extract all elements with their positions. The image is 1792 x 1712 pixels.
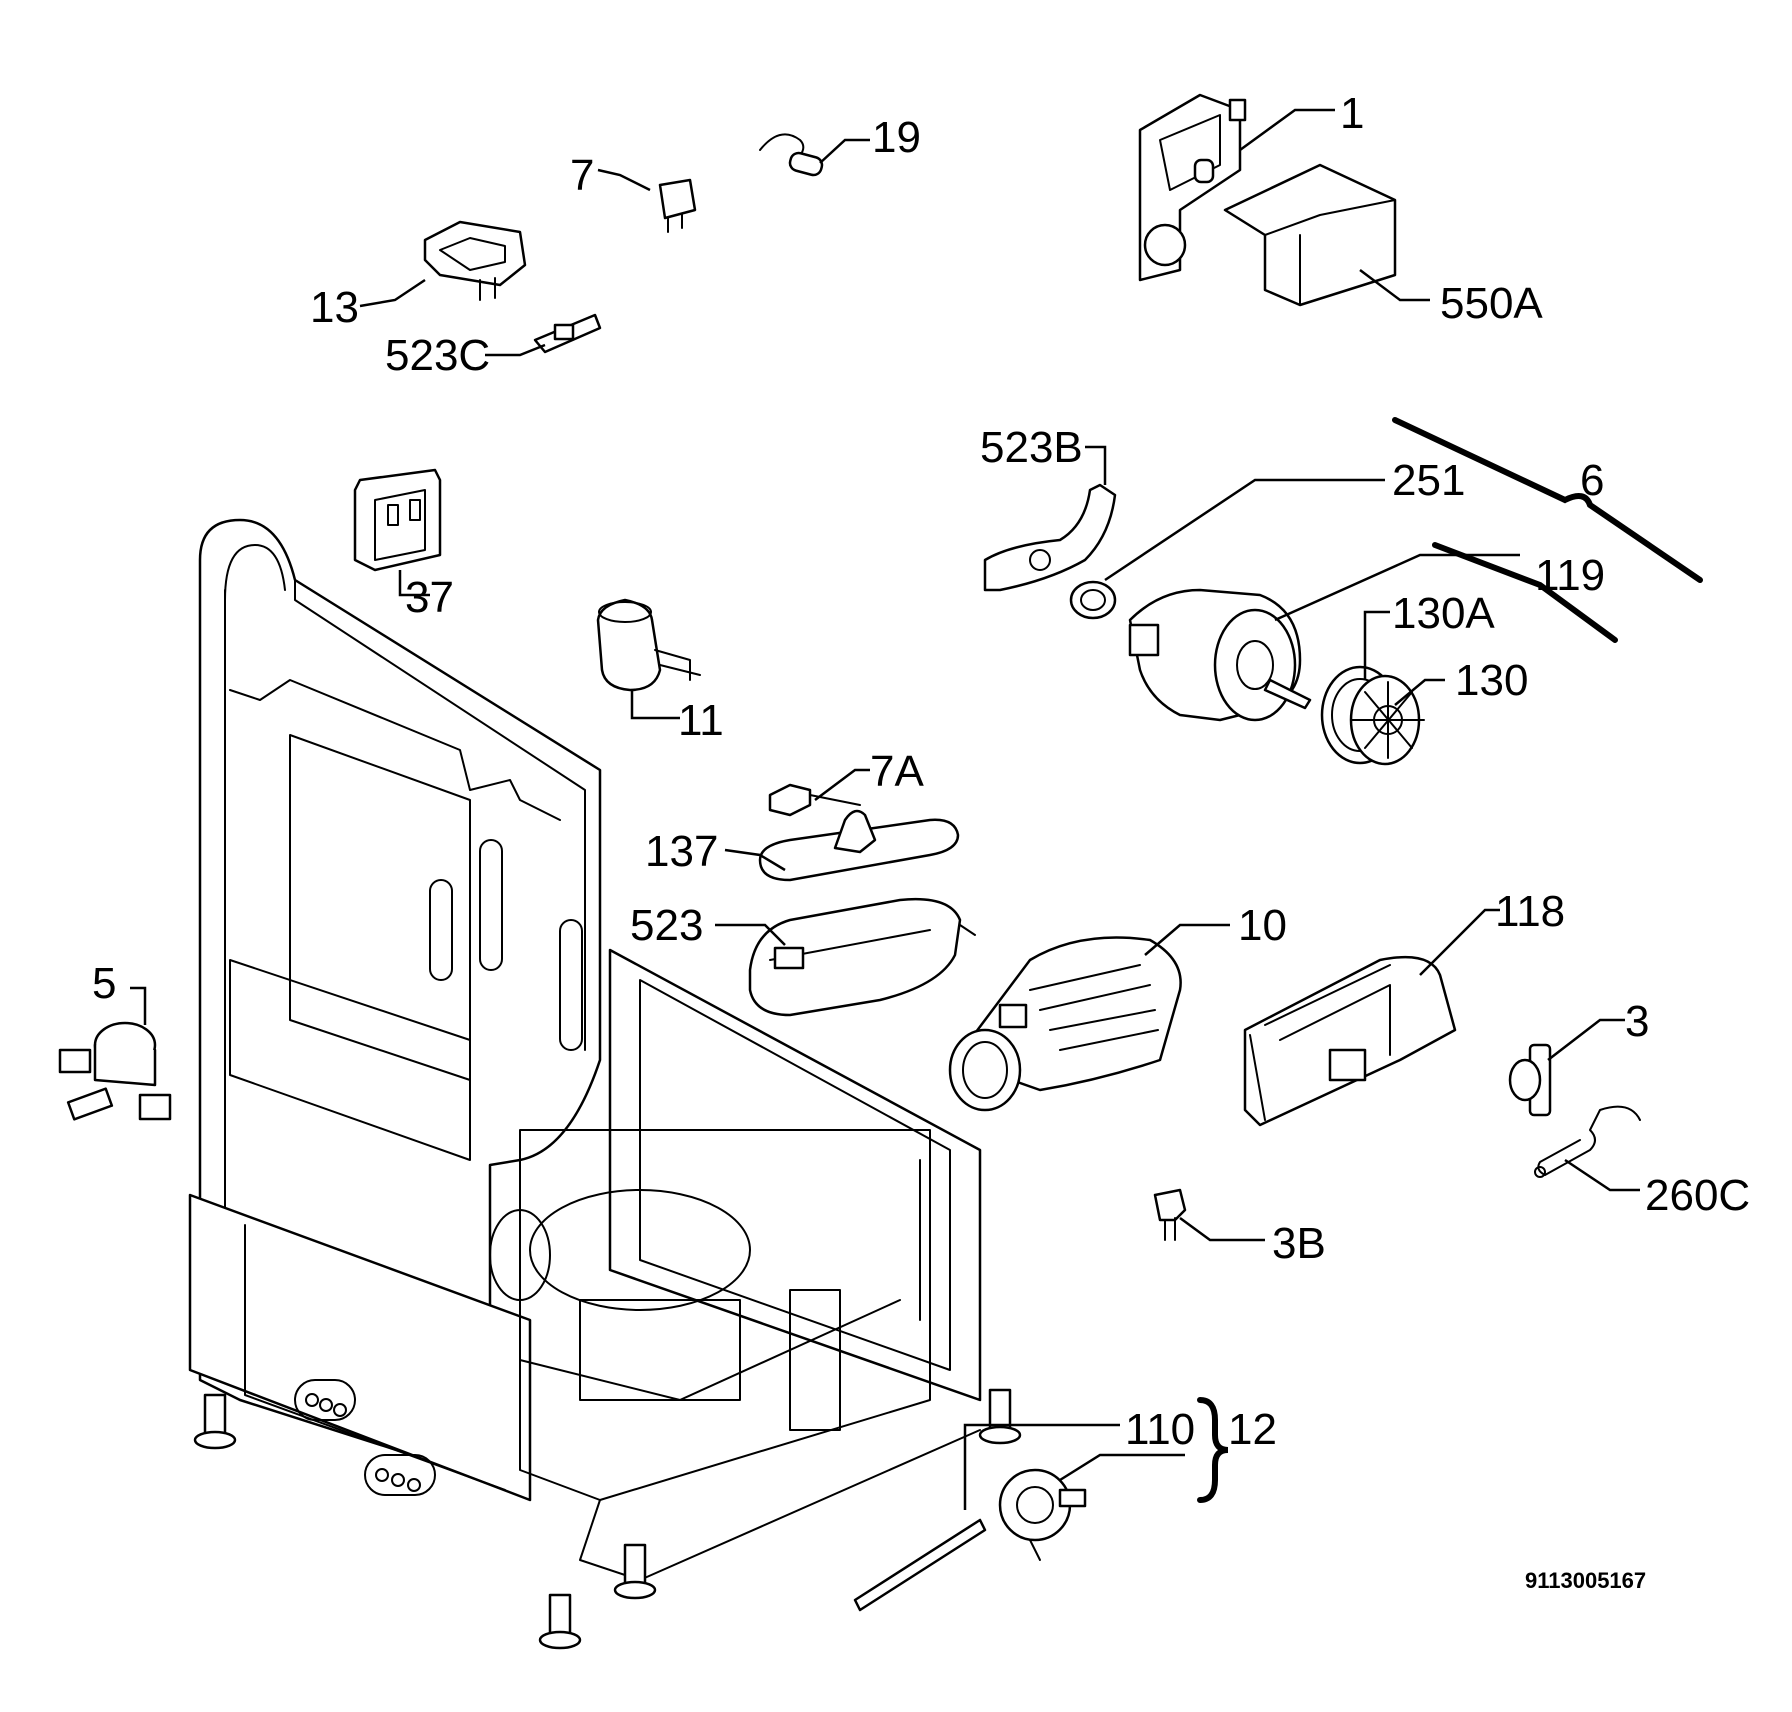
label-12: 12: [1228, 1405, 1277, 1454]
label-3b: 3B: [1272, 1219, 1326, 1268]
part-37-filter: [353, 468, 442, 572]
label-523b: 523B: [980, 423, 1083, 472]
leader-lines: [130, 108, 1640, 1510]
part-523c-bracket: [533, 313, 602, 354]
part-118-dispenser: [1243, 955, 1457, 1127]
part-251-seal: [1069, 580, 1117, 620]
part-labels: 1 19 7 13 523C 550A 523B 251 6 119 130A …: [92, 89, 1750, 1593]
label-11: 11: [678, 696, 724, 745]
label-523: 523: [630, 901, 703, 950]
label-130a: 130A: [1392, 589, 1495, 638]
part-137-cover: [758, 809, 960, 882]
dishwasher-frame: [188, 518, 1022, 1650]
part-5-valve: [58, 1021, 172, 1121]
label-5: 5: [92, 959, 116, 1008]
diagram-code: 9113005167: [1525, 1568, 1646, 1593]
part-12-pressure-switch: [853, 1468, 1087, 1612]
label-119: 119: [1535, 551, 1605, 600]
part-3-thermostat: [1508, 1043, 1552, 1117]
label-7: 7: [570, 151, 594, 200]
assembly-braces: [1197, 417, 1703, 1503]
label-137: 137: [645, 827, 718, 876]
label-251: 251: [1392, 456, 1465, 505]
part-1-timer: [1138, 93, 1247, 282]
label-118: 118: [1495, 887, 1565, 936]
label-130: 130: [1455, 656, 1528, 705]
part-6-motor: [1128, 588, 1312, 722]
part-523b-bracket: [983, 483, 1117, 592]
label-110: 110: [1125, 1405, 1195, 1454]
label-550a: 550A: [1440, 279, 1543, 328]
part-7a-switch: [768, 783, 861, 817]
label-19: 19: [872, 113, 921, 162]
part-3b-sensor: [1153, 1188, 1187, 1241]
part-7-switch: [658, 178, 697, 233]
label-13: 13: [310, 283, 359, 332]
part-523-airbreak: [748, 898, 976, 1017]
label-37: 37: [405, 573, 454, 622]
part-550a-module: [1223, 163, 1397, 307]
label-260c: 260C: [1645, 1171, 1750, 1220]
label-6: 6: [1580, 456, 1604, 505]
label-7a: 7A: [870, 747, 924, 796]
part-19-sensor: [759, 133, 824, 177]
label-3: 3: [1625, 997, 1649, 1046]
part-130-impeller: [1320, 665, 1425, 766]
part-11-capacitor: [596, 598, 701, 692]
part-13-door-switch: [423, 220, 527, 301]
label-10: 10: [1238, 901, 1287, 950]
part-260c-clip: [1534, 1105, 1641, 1178]
label-1: 1: [1340, 89, 1364, 138]
part-10-heater: [948, 936, 1182, 1112]
label-523c: 523C: [385, 331, 490, 380]
